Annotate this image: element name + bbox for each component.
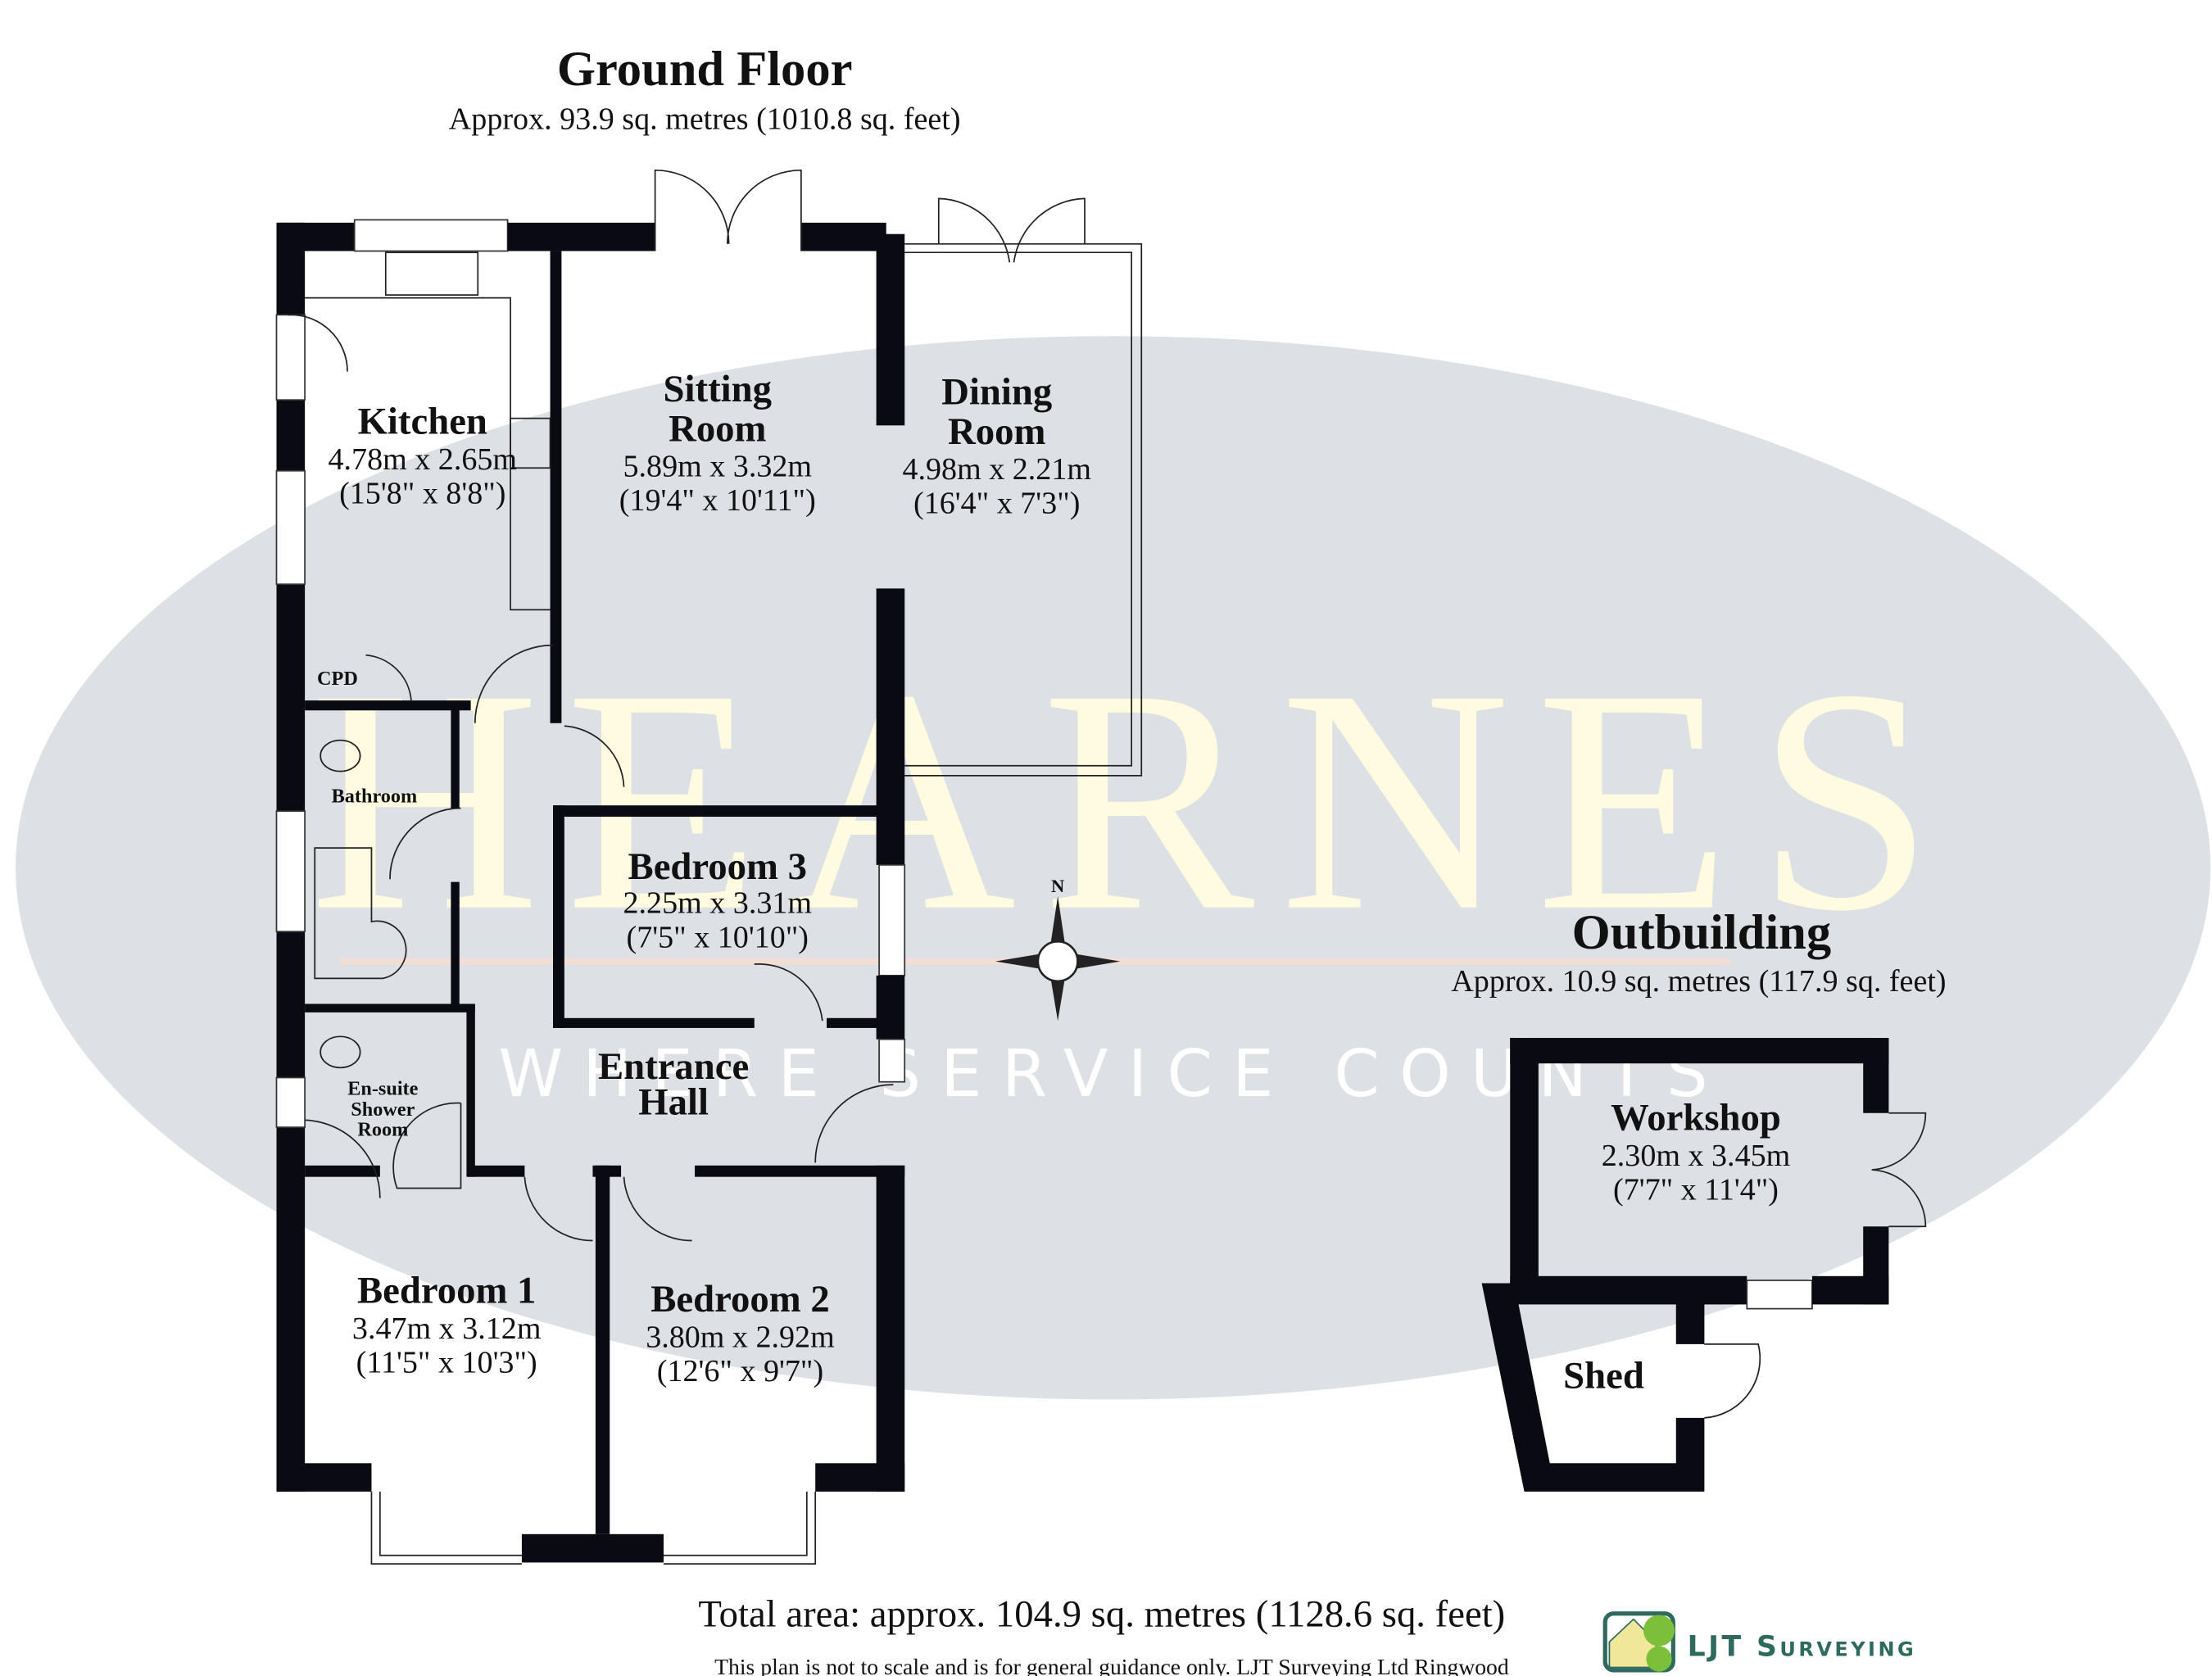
bedroom-3-name: Bedroom 3 — [628, 845, 807, 888]
kitchen-name: Kitchen — [358, 401, 487, 443]
workshop-metric: 2.30m x 3.45m — [1602, 1139, 1791, 1173]
compass-north-label: N — [1051, 876, 1064, 896]
ensuite-name-1: En-suite — [347, 1077, 418, 1099]
outbuilding-area: Approx. 10.9 sq. metres (117.9 sq. feet) — [1451, 964, 1946, 999]
bedroom-1-name: Bedroom 1 — [357, 1270, 536, 1312]
kitchen-imperial: (15'8" x 8'8") — [339, 477, 505, 511]
kitchen-sink — [384, 251, 479, 296]
entrance-hall-name-1: Entrance — [598, 1045, 749, 1088]
watermark-brand: HEARNES — [310, 624, 1960, 977]
watermark: HEARNES WHERE SERVICE COUNTS — [16, 336, 2211, 1400]
kitchen-worktop — [305, 297, 551, 611]
logo-frame-icon — [1602, 1611, 1675, 1673]
sitting-room-name-1: Sitting — [664, 368, 772, 410]
bath-icon — [314, 847, 407, 980]
shower-icon — [392, 1102, 462, 1189]
bedroom-2-metric: 3.80m x 2.92m — [646, 1320, 835, 1354]
bedroom-1-metric: 3.47m x 3.12m — [352, 1311, 542, 1346]
dining-room-metric: 4.98m x 2.21m — [902, 452, 1091, 487]
bedroom-2-name: Bedroom 2 — [650, 1278, 829, 1320]
outbuilding-title: Outbuilding — [1572, 905, 1831, 960]
toilet-icon-ensuite — [320, 1035, 361, 1069]
fixtures — [305, 251, 551, 1189]
bedroom-3-metric: 2.25m x 3.31m — [623, 886, 813, 921]
watermark-tagline: WHERE SERVICE COUNTS — [498, 1035, 1728, 1112]
shed-name: Shed — [1563, 1355, 1644, 1397]
ground-floor-title: Ground Floor — [557, 42, 853, 97]
disclaimer: This plan is not to scale and is for gen… — [714, 1654, 1509, 1676]
workshop-name: Workshop — [1611, 1097, 1781, 1139]
ground-floor-area: Approx. 93.9 sq. metres (1010.8 sq. feet… — [449, 102, 961, 137]
bathroom-label: Bathroom — [332, 786, 418, 808]
dining-room-name-2: Room — [948, 410, 1045, 453]
entrance-hall-name-2: Hall — [638, 1081, 709, 1124]
compass-rose-icon: N — [995, 876, 1121, 1021]
logo-text: LJT Surveying — [1688, 1631, 1917, 1664]
dining-room-name-1: Dining — [941, 370, 1052, 413]
total-area: Total area: approx. 104.9 sq. metres (11… — [698, 1592, 1505, 1635]
kitchen-metric: 4.78m x 2.65m — [329, 442, 518, 477]
outbuilding-walls — [1481, 1038, 1927, 1492]
watermark-ellipse — [16, 336, 2211, 1400]
ensuite-name-2: Shower — [351, 1098, 415, 1121]
logo-tree-icon — [1643, 1615, 1675, 1647]
sitting-room-imperial: (19'4" x 10'11") — [619, 483, 816, 518]
sitting-room-name-2: Room — [669, 407, 766, 450]
bedroom-2-imperial: (12'6" x 9'7") — [657, 1354, 823, 1388]
bedroom-3-imperial: (7'5" x 10'10") — [627, 920, 809, 954]
workshop-imperial: (7'7" x 11'4") — [1613, 1172, 1779, 1207]
toilet-icon — [320, 739, 361, 772]
ground-floor-walls — [275, 169, 1143, 1565]
sitting-room-metric: 5.89m x 3.32m — [623, 450, 813, 484]
bedroom-1-imperial: (11'5" x 10'3") — [356, 1345, 537, 1379]
cpd-label: CPD — [317, 668, 358, 690]
dining-room-imperial: (16'4" x 7'3") — [913, 487, 1080, 521]
ensuite-name-3: Room — [357, 1118, 408, 1140]
ljt-logo: LJT Surveying — [1602, 1611, 1917, 1673]
